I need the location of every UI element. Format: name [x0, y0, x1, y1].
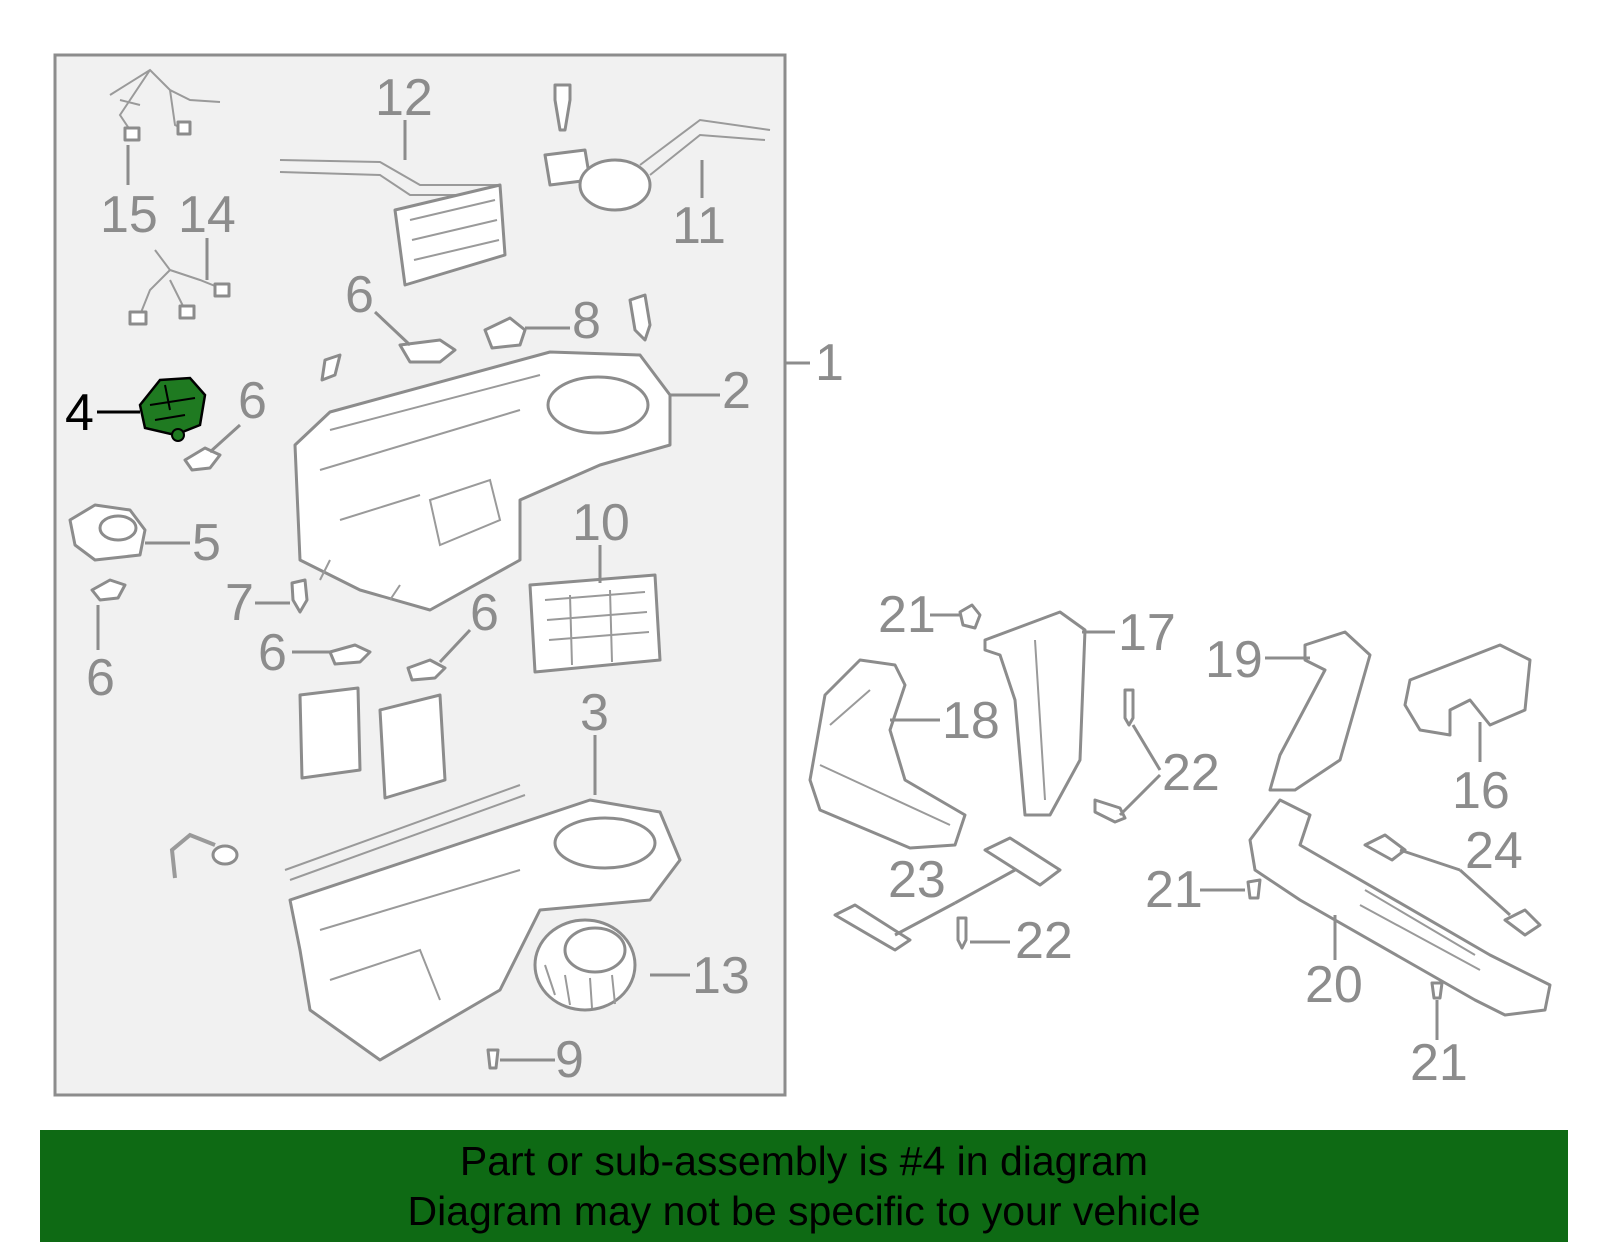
callout-15: 15: [100, 186, 158, 244]
callout-12: 12: [375, 69, 433, 127]
part-24-vent-a: [1363, 833, 1407, 862]
callout-11: 11: [672, 197, 726, 255]
part-7-valve: [290, 578, 309, 614]
part-19-duct: [1268, 630, 1372, 792]
part-23-vent-right: [983, 836, 1062, 887]
banner-line-part-number: Part or sub-assembly is #4 in diagram: [459, 1138, 1149, 1184]
callout-21: 21: [1145, 861, 1203, 919]
callout-4: 4: [65, 384, 94, 442]
callout-16: 16: [1452, 762, 1510, 820]
callout-13: 13: [692, 947, 750, 1005]
part-21-clip-b: [1246, 878, 1262, 900]
clip-upper-right: [628, 293, 652, 342]
part-8-clip: [483, 316, 527, 350]
parts-diagram: 15 14 12 11 6 8 1 2 4 6 5 10 7 6 6 6 3 1…: [53, 53, 1552, 1097]
part-11-harness: [543, 83, 771, 212]
part-17-duct: [983, 610, 1087, 817]
callout-2: 2: [722, 362, 751, 420]
part-21-clip-c: [1430, 981, 1444, 1000]
callout-6: 6: [258, 624, 287, 682]
part-6-seal-a: [183, 446, 222, 472]
part-2-heater-case: [293, 350, 672, 612]
info-banner: Part or sub-assembly is #4 in diagram Di…: [40, 1130, 1568, 1242]
evaporator-panel-left: [298, 686, 362, 780]
callout-18: 18: [942, 692, 1000, 750]
callout-9: 9: [555, 1031, 584, 1089]
part-4-actuator-highlighted: [138, 376, 207, 442]
part-6-seal-top: [398, 338, 457, 364]
callout-20: 20: [1305, 956, 1363, 1014]
leader-lines: [96, 120, 1512, 1062]
part-23-vent-left: [833, 903, 912, 952]
callout-3: 3: [580, 684, 609, 742]
part-6-seal-b: [90, 578, 127, 602]
part-6-seal-c: [328, 643, 372, 666]
callout-7: 7: [225, 574, 254, 632]
callout-21: 21: [1410, 1034, 1468, 1092]
callout-6: 6: [238, 372, 267, 430]
part-16-duct: [1403, 643, 1532, 737]
evaporator-panel-right: [378, 693, 447, 800]
part-21-clip-a: [958, 603, 982, 630]
drain-hose: [169, 832, 216, 879]
part-12-heater-core: [279, 159, 507, 287]
part-24-vent-b: [1503, 908, 1542, 937]
callout-8: 8: [572, 292, 601, 350]
part-20-duct: [1248, 798, 1552, 1017]
part-9-bolt: [486, 1048, 500, 1070]
part-22-screw-b: [1093, 798, 1127, 824]
callout-17: 17: [1118, 604, 1176, 662]
callout-19: 19: [1205, 631, 1263, 689]
clip-left: [320, 353, 342, 382]
part-10-cabin-filter: [528, 573, 662, 674]
part-14-harness: [128, 249, 231, 326]
callout-14: 14: [178, 186, 236, 244]
part-22-screw-a: [1123, 688, 1135, 727]
callout-1: 1: [815, 334, 844, 392]
part-13-blower-motor: [533, 918, 637, 1012]
callout-6: 6: [86, 649, 115, 707]
callout-22: 22: [1015, 912, 1073, 970]
part-18-duct: [808, 658, 967, 850]
part-6-seal-d: [406, 658, 447, 682]
part-22-screw-c: [956, 916, 968, 950]
callout-6: 6: [345, 266, 374, 324]
part-5-actuator: [68, 503, 147, 562]
callout-10: 10: [572, 494, 630, 552]
callout-24: 24: [1465, 822, 1523, 880]
callout-21: 21: [878, 586, 936, 644]
part-15-harness: [109, 68, 221, 142]
callout-6: 6: [470, 584, 499, 642]
callout-23: 23: [888, 851, 946, 909]
callout-22: 22: [1162, 744, 1220, 802]
banner-line-disclaimer: Diagram may not be specific to your vehi…: [407, 1188, 1201, 1234]
part-3-lower-case: [284, 784, 682, 1062]
callout-5: 5: [192, 514, 221, 572]
